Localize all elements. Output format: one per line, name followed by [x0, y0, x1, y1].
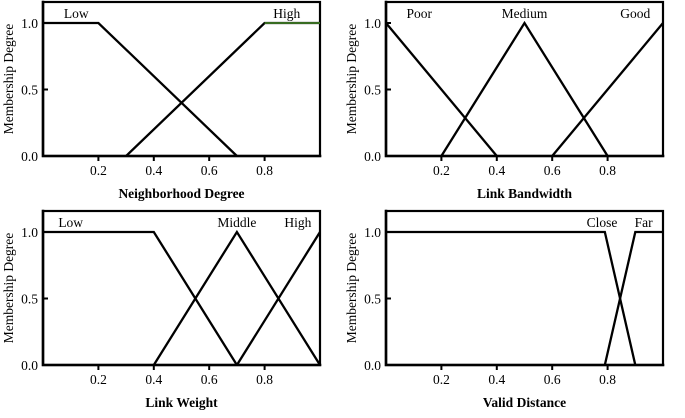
- x-axis-title: Valid Distance: [483, 395, 566, 410]
- y-axis-title: Membership Degree: [344, 233, 359, 344]
- y-tick-label: 1.0: [21, 225, 38, 240]
- y-tick-label: 0.0: [21, 358, 38, 373]
- chart-svg: 0.2 0.4 0.6 0.8 0.0 0.5 1.0 Low HighNeighborhood…: [1, 0, 322, 201]
- y-axis-title: Membership Degree: [344, 24, 359, 135]
- membership-curve: [551, 22, 664, 157]
- y-tick-label: 0.0: [364, 149, 381, 164]
- term-label: Middle: [217, 215, 256, 230]
- membership-curve: [386, 230, 637, 366]
- x-tick-label: 0.8: [599, 372, 616, 387]
- x-tick-label: 0.4: [145, 372, 162, 387]
- membership-curve: [603, 230, 663, 366]
- x-tick-label: 0.2: [433, 163, 450, 178]
- y-tick-label: 1.0: [21, 16, 38, 31]
- term-label: Good: [620, 6, 650, 21]
- x-tick-label: 0.6: [201, 372, 218, 387]
- term-label: Low: [64, 6, 89, 21]
- term-label: Far: [635, 215, 654, 230]
- x-tick-label: 0.6: [544, 163, 561, 178]
- y-tick-label: 0.0: [21, 149, 38, 164]
- plot-frame: [41, 0, 322, 158]
- y-tick-label: 0.5: [21, 83, 38, 98]
- membership-curve: [43, 21, 238, 157]
- plot-frame: [41, 209, 322, 367]
- term-label: High: [284, 215, 311, 230]
- x-tick-label: 0.8: [256, 163, 273, 178]
- y-tick-label: 1.0: [364, 225, 381, 240]
- term-label: High: [273, 6, 300, 21]
- y-tick-label: 0.5: [364, 292, 381, 307]
- y-tick-label: 0.5: [364, 83, 381, 98]
- x-tick-label: 0.2: [90, 163, 107, 178]
- membership-curve: [235, 231, 321, 366]
- x-tick-label: 0.8: [256, 372, 273, 387]
- membership-curve: [385, 22, 498, 157]
- y-axis-title: Membership Degree: [1, 24, 16, 135]
- y-tick-label: 0.0: [364, 358, 381, 373]
- x-tick-label: 0.2: [433, 372, 450, 387]
- x-tick-label: 0.6: [201, 163, 218, 178]
- membership-curve: [43, 230, 238, 366]
- term-label: Poor: [406, 6, 432, 21]
- x-axis-title: Link Bandwidth: [477, 186, 572, 201]
- y-axis-title: Membership Degree: [1, 233, 16, 344]
- x-tick-label: 0.6: [544, 372, 561, 387]
- membership-curve: [152, 229, 321, 366]
- term-label: Low: [58, 215, 83, 230]
- x-tick-label: 0.4: [488, 163, 505, 178]
- membership-curve: [440, 20, 609, 157]
- x-tick-label: 0.4: [145, 163, 162, 178]
- y-tick-label: 1.0: [364, 16, 381, 31]
- x-tick-label: 0.4: [488, 372, 505, 387]
- x-tick-label: 0.2: [90, 372, 107, 387]
- x-axis-title: Link Weight: [145, 395, 218, 410]
- chart-svg: 0.2 0.4 0.6 0.8 0.0 0.5 1.0 Poor Medium GoodLink …: [344, 0, 665, 201]
- term-label: Medium: [502, 6, 548, 21]
- x-axis-title: Neighborhood Degree: [118, 186, 244, 201]
- x-tick-label: 0.8: [599, 163, 616, 178]
- y-tick-label: 0.5: [21, 292, 38, 307]
- term-label: Close: [587, 215, 618, 230]
